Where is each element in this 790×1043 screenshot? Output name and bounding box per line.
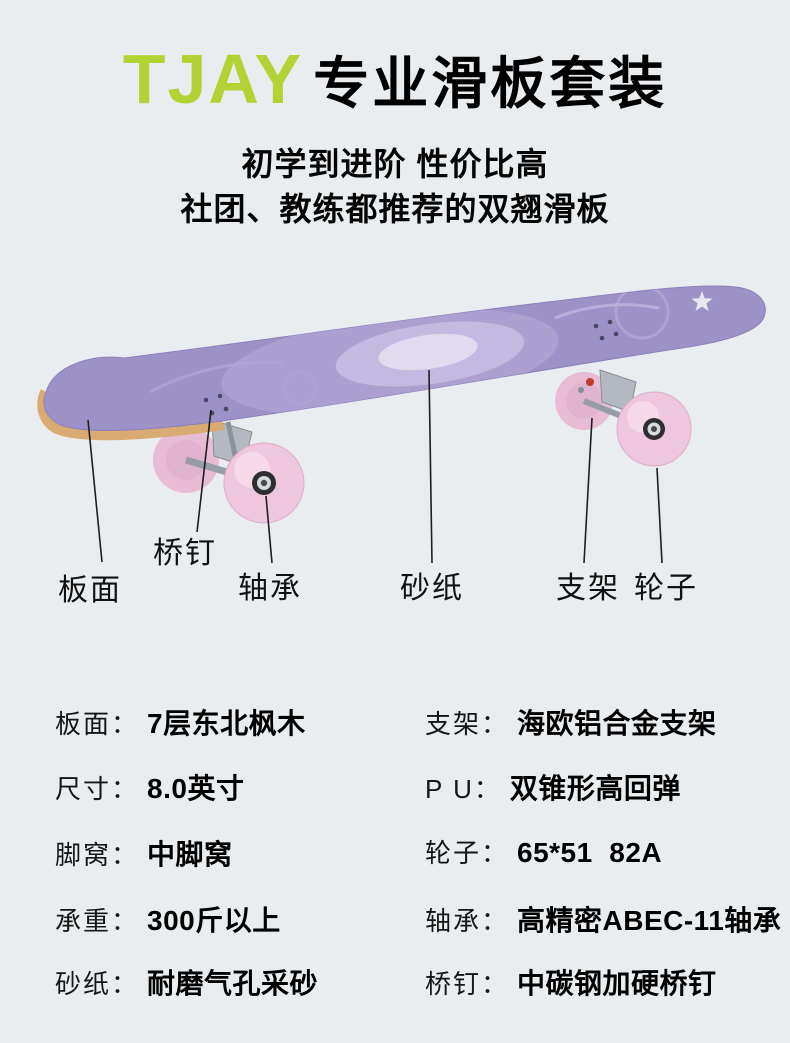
spec-value: 海欧铝合金支架 [517, 708, 717, 739]
spec-row-concave: 脚窝： 中脚窝 [55, 833, 233, 873]
spec-value: 耐磨气孔采砂 [147, 968, 319, 999]
spec-row-wheels: 轮子： 65*51 82A [425, 833, 662, 870]
spec-value: 7层东北枫木 [147, 708, 306, 739]
spec-row-bearings: 轴承： 高精密ABEC-11轴承 [425, 899, 781, 939]
spec-label: 轴承： [425, 906, 510, 936]
spec-label: 桥钉： [425, 969, 510, 999]
skateboard-image [37, 285, 766, 564]
spec-label: 砂纸： [55, 969, 140, 999]
spec-label: 尺寸： [55, 774, 140, 804]
callout-label-wheel: 轮子 [634, 572, 698, 605]
spec-row-bolts: 桥钉： 中碳钢加硬桥钉 [425, 962, 717, 1002]
page-title: 专业滑板套装 [313, 52, 668, 115]
callout-lines [87, 369, 663, 564]
spec-label: 脚窝： [55, 840, 140, 870]
deck-artwork [149, 285, 713, 416]
front-wheel [223, 442, 305, 524]
spec-label: 支架： [425, 709, 510, 739]
spec-row-griptape: 砂纸： 耐磨气孔采砂 [55, 962, 318, 1002]
page-header: TJAY 专业滑板套装 [0, 44, 790, 114]
deck-bolts [203, 319, 619, 416]
callout-line-bolts [196, 409, 212, 533]
spec-value: 300斤以上 [147, 905, 281, 936]
spec-value: 中脚窝 [147, 839, 233, 870]
callout-label-deck: 板面 [58, 574, 122, 607]
callout-line-wheel [656, 467, 663, 564]
spec-row-size: 尺寸： 8.0英寸 [55, 767, 244, 807]
spec-value: 8.0英寸 [147, 773, 245, 804]
callout-label-truck: 支架 [556, 572, 620, 605]
callout-line-deck [87, 419, 103, 563]
spec-label: 板面： [55, 709, 140, 739]
rear-wheel [616, 391, 692, 467]
subtitle-line1: 初学到进阶 性价比高 [241, 146, 549, 182]
spec-label: P U： [425, 774, 502, 804]
spec-value: 双锥形高回弹 [509, 773, 681, 804]
spec-value: 中碳钢加硬桥钉 [517, 968, 717, 999]
callout-label-griptape: 砂纸 [400, 572, 464, 605]
spec-value: 高精密ABEC-11轴承 [517, 905, 782, 936]
spec-value: 65*51 82A [517, 837, 663, 868]
spec-label: 承重： [55, 906, 140, 936]
callout-line-bearing [265, 495, 273, 564]
star-decoration [691, 291, 713, 311]
spec-label: 轮子： [425, 838, 510, 868]
spec-row-deck: 板面： 7层东北枫木 [55, 702, 306, 742]
deck-wood-edge [37, 389, 225, 441]
spec-row-truck: 支架： 海欧铝合金支架 [425, 702, 717, 742]
brand-logo: TJAY [122, 40, 304, 118]
callout-line-truck [583, 417, 593, 564]
callout-label-bolts: 桥钉 [153, 537, 217, 570]
subtitle-line2: 社团、教练都推荐的双翘滑板 [180, 191, 610, 227]
callout-line-griptape [428, 369, 433, 564]
spec-row-load: 承重： 300斤以上 [55, 899, 281, 939]
callout-label-bearing: 轴承 [238, 572, 302, 605]
spec-row-pu: P U： 双锥形高回弹 [425, 767, 681, 807]
